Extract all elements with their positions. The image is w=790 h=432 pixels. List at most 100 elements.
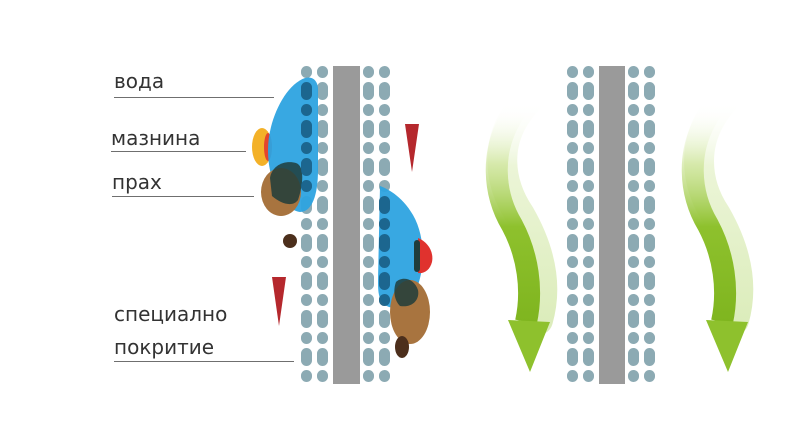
tread-pill: [583, 294, 594, 306]
red-triangle-2: [272, 277, 286, 326]
tread-pill: [583, 234, 594, 252]
tread-pill: [628, 120, 639, 138]
tread-pill: [644, 272, 655, 290]
tread-pill: [628, 272, 639, 290]
tread-pill: [628, 234, 639, 252]
tread-pill: [628, 256, 639, 268]
label-grease-rule: [111, 151, 246, 152]
tread-pill: [317, 82, 328, 100]
dust-overlap-2: [394, 278, 419, 307]
tread-pill: [363, 82, 374, 100]
tread-pill: [317, 370, 328, 382]
tread-pill: [363, 348, 374, 366]
tread-pill-wet: [379, 294, 390, 306]
tread-pill: [379, 158, 390, 176]
dust-drop-small-1: [283, 234, 297, 248]
coating-edge-dark: [414, 240, 420, 272]
tread-pill: [301, 310, 312, 328]
tread-pill: [644, 142, 655, 154]
tread-pill: [644, 294, 655, 306]
tread-pill: [628, 218, 639, 230]
tread-pill: [317, 142, 328, 154]
tread-pill: [363, 180, 374, 192]
tread-pill: [628, 66, 639, 78]
tread-pill: [583, 310, 594, 328]
coating-edge-red: [418, 238, 433, 274]
tread-pill: [628, 158, 639, 176]
tread-pill: [644, 66, 655, 78]
tread-pill: [644, 310, 655, 328]
tread-pill: [363, 218, 374, 230]
tread-pill: [379, 104, 390, 116]
tread-pill-wet: [301, 104, 312, 116]
tread-pill: [644, 370, 655, 382]
tread-pill: [379, 120, 390, 138]
tread-pill-wet: [301, 142, 312, 154]
tread-pill: [301, 348, 312, 366]
tread-pill: [363, 66, 374, 78]
tread-pill: [644, 256, 655, 268]
tread-pill: [567, 294, 578, 306]
tread-pill: [644, 234, 655, 252]
tread-pill: [567, 310, 578, 328]
tread-pill: [628, 82, 639, 100]
tread-pill: [363, 256, 374, 268]
tread-pill-wet: [301, 180, 312, 192]
tread-pill-wet: [379, 234, 390, 252]
tread-pill: [644, 82, 655, 100]
tread-pill: [583, 104, 594, 116]
tread-pill: [317, 158, 328, 176]
tread-pill: [567, 234, 578, 252]
tread-pill: [567, 104, 578, 116]
tread-pill: [317, 348, 328, 366]
tread-pill: [363, 158, 374, 176]
tread-pill: [628, 348, 639, 366]
tread-pill: [379, 310, 390, 328]
tread-pill-wet: [301, 120, 312, 138]
tread-pill: [301, 294, 312, 306]
tire-tread-right: [567, 66, 655, 382]
tread-pill: [583, 82, 594, 100]
tread-pill: [317, 294, 328, 306]
tread-pill: [363, 332, 374, 344]
label-coating-line2: покритие: [114, 335, 215, 359]
tire-tread-left-overlay: [301, 82, 390, 306]
tread-pill: [644, 180, 655, 192]
tread-pill: [301, 234, 312, 252]
tread-pill: [317, 66, 328, 78]
tread-pill: [363, 294, 374, 306]
tread-pill: [301, 256, 312, 268]
tread-pill: [317, 180, 328, 192]
tread-pill: [317, 310, 328, 328]
tread-pill-wet: [379, 196, 390, 214]
tread-pill: [567, 142, 578, 154]
tread-pill: [379, 370, 390, 382]
red-triangle-1: [405, 124, 419, 172]
tread-pill: [628, 370, 639, 382]
tread-pill: [567, 332, 578, 344]
tread-pill-wet: [379, 256, 390, 268]
tread-pill: [363, 104, 374, 116]
tread-pill: [567, 256, 578, 268]
tread-pill: [301, 218, 312, 230]
label-coating-line1: специално: [114, 302, 228, 326]
tread-pill: [628, 196, 639, 214]
tread-pill: [379, 66, 390, 78]
tread-pill: [628, 332, 639, 344]
flow-arrow-1: [485, 85, 558, 372]
tread-pill: [583, 66, 594, 78]
tread-pill: [567, 66, 578, 78]
label-grease: мазнина: [111, 126, 201, 150]
tread-pill: [301, 370, 312, 382]
tread-pill: [317, 104, 328, 116]
tread-pill: [317, 332, 328, 344]
tread-pill: [628, 180, 639, 192]
tread-pill: [583, 272, 594, 290]
label-dust: прах: [112, 170, 162, 194]
tread-pill: [363, 370, 374, 382]
tread-pill: [317, 196, 328, 214]
tread-pill: [583, 158, 594, 176]
tire-divider-right: [599, 66, 625, 384]
tread-pill: [567, 82, 578, 100]
